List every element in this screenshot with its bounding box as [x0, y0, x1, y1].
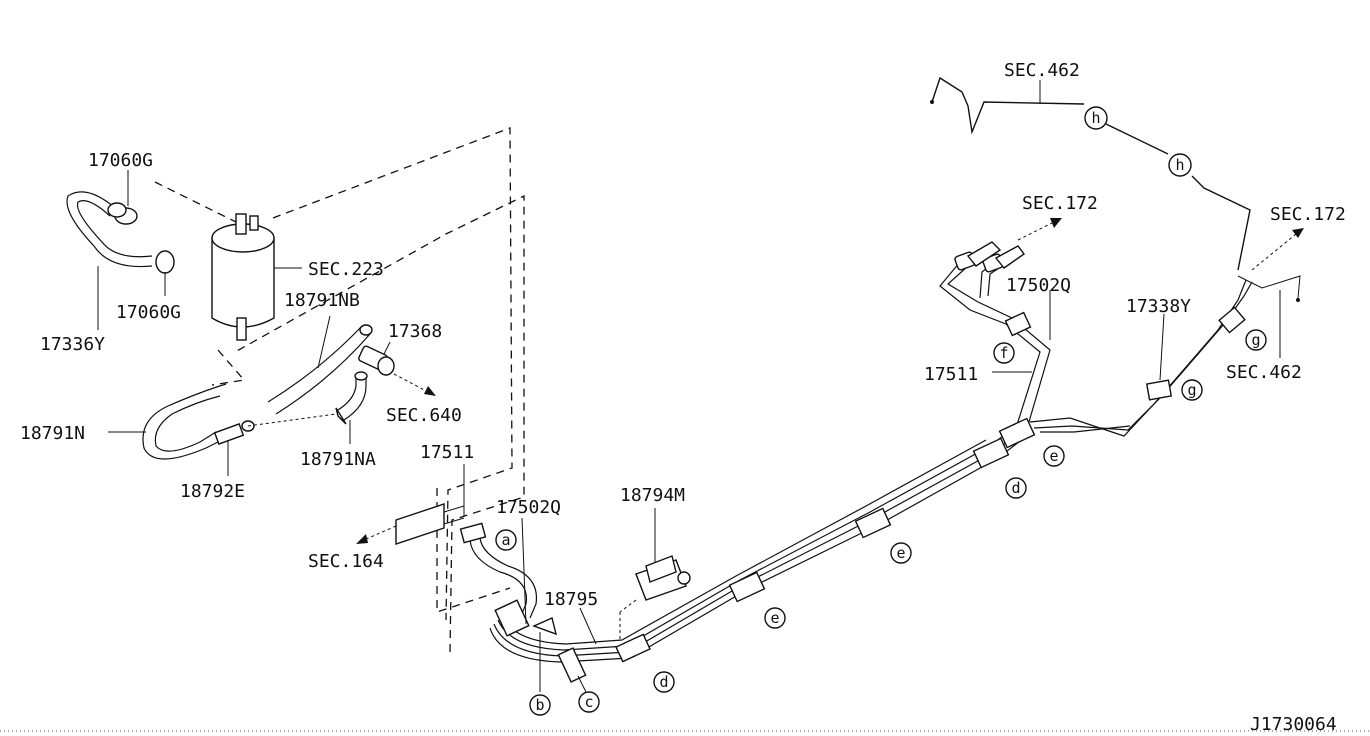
label-17502q-left: 17502Q [496, 497, 561, 518]
marker-h-1: h [1084, 106, 1108, 130]
tube-branch-f [939, 241, 1051, 433]
svg-text:d: d [1011, 479, 1020, 497]
arrow-sec164 [356, 525, 397, 544]
leaders-right [521, 80, 1281, 693]
clamp-17060g-upper [107, 202, 138, 225]
reference-code: J1730064 [1250, 714, 1337, 735]
label-18791n: 18791N [20, 423, 85, 444]
svg-text:g: g [1251, 331, 1260, 349]
label-18794m: 18794M [620, 485, 685, 506]
label-sec462-right: SEC.462 [1226, 362, 1302, 383]
label-17336y: 17336Y [40, 334, 105, 355]
marker-h-2: h [1168, 153, 1192, 177]
label-sec223: SEC.223 [308, 259, 384, 280]
marker-a: a [495, 529, 517, 551]
svg-text:e: e [1049, 447, 1058, 465]
svg-text:e: e [896, 544, 905, 562]
svg-text:e: e [770, 609, 779, 627]
marker-g-2: g [1245, 329, 1267, 351]
bundle-clips [494, 417, 1036, 683]
clamp-17060g-lower [155, 250, 175, 274]
dashed-frame [154, 127, 525, 653]
evap-canister [211, 213, 275, 341]
harness-sec462 [930, 76, 1301, 302]
marker-f: f [993, 342, 1015, 364]
svg-text:c: c [584, 693, 593, 711]
label-sec462-top: SEC.462 [1004, 60, 1080, 81]
connector-sec164 [395, 503, 465, 545]
hose-18791na [335, 371, 368, 425]
svg-text:b: b [535, 696, 544, 714]
marker-c: c [578, 691, 600, 713]
tube-from-a [459, 522, 538, 619]
label-17511-right: 17511 [924, 364, 978, 385]
label-18791na: 18791NA [300, 449, 376, 470]
label-18795: 18795 [544, 589, 598, 610]
marker-b: b [529, 694, 551, 716]
svg-text:h: h [1091, 109, 1100, 127]
marker-e-3: e [1043, 445, 1065, 467]
tube-branch-g [1029, 279, 1253, 437]
marker-d-upper: d [1005, 477, 1027, 499]
main-tube-bundle [489, 425, 1025, 663]
label-sec172-right: SEC.172 [1270, 204, 1346, 225]
hose-17336y [66, 191, 153, 268]
leaders-left [97, 170, 465, 516]
svg-text:g: g [1187, 381, 1196, 399]
label-sec640: SEC.640 [386, 405, 462, 426]
hose-18791nb [267, 324, 373, 415]
marker-e-1: e [764, 607, 786, 629]
label-18791nb: 18791NB [284, 290, 360, 311]
svg-text:a: a [501, 531, 510, 549]
marker-g-1: g [1181, 379, 1203, 401]
label-17060g-upper: 17060G [88, 150, 153, 171]
label-17368: 17368 [388, 321, 442, 342]
hose-18791n [142, 383, 255, 460]
label-17338y: 17338Y [1126, 296, 1191, 317]
svg-text:h: h [1175, 156, 1184, 174]
arrow-sec172-right [1251, 228, 1304, 271]
arrow-sec172-upper [1017, 218, 1062, 241]
solenoid-18794m [619, 555, 691, 640]
label-17502q-right: 17502Q [1006, 275, 1071, 296]
svg-text:d: d [659, 673, 668, 691]
marker-d-lower: d [653, 671, 675, 693]
label-18792e: 18792E [180, 481, 245, 502]
valve-17368 [358, 345, 395, 376]
label-17511-left: 17511 [420, 442, 474, 463]
part-labels: 17060G 17060G 17336Y SEC.223 18791NB 173… [20, 60, 1346, 735]
clip-markers: a b c d e e d e f g g h h [495, 106, 1267, 716]
arrow-sec640 [393, 373, 436, 396]
label-sec164: SEC.164 [308, 551, 384, 572]
label-sec172-upper: SEC.172 [1022, 193, 1098, 214]
label-17060g-lower: 17060G [116, 302, 181, 323]
marker-e-2: e [890, 542, 912, 564]
svg-text:f: f [999, 344, 1008, 362]
